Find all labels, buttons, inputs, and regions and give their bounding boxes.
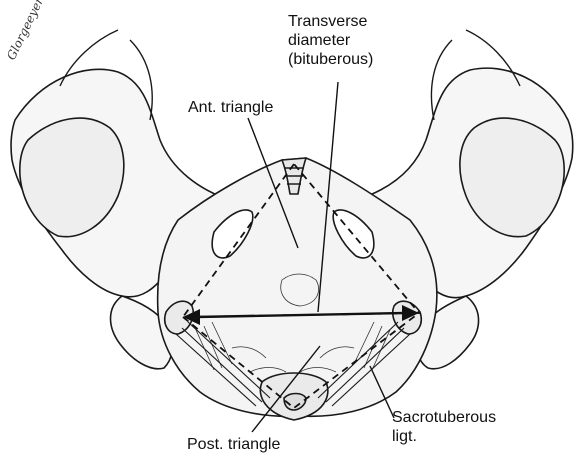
transverse-diameter-label: Transverse diameter (bituberous)	[288, 12, 373, 69]
post-triangle-label: Post. triangle	[187, 435, 280, 454]
ant-triangle-label: Ant. triangle	[188, 98, 273, 117]
sacrotuberous-label: Sacrotuberous ligt.	[392, 408, 496, 446]
